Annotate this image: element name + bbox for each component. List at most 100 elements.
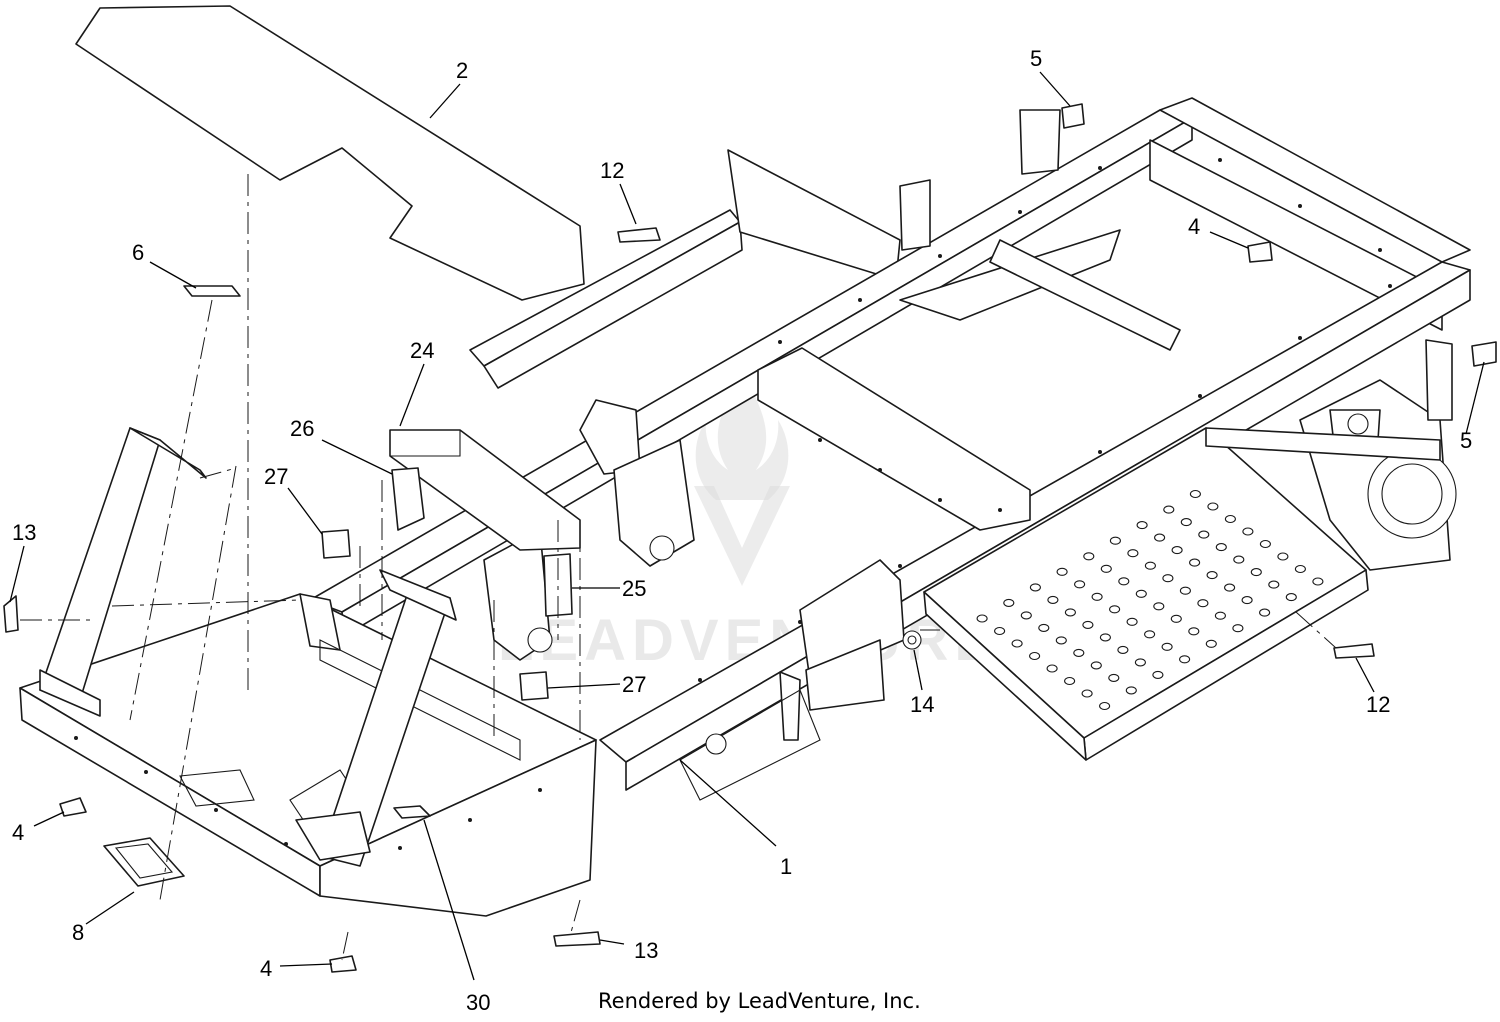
perforation-hole <box>1090 661 1102 670</box>
callout-12-upper: 12 <box>600 158 624 183</box>
perforation-hole <box>1118 577 1130 586</box>
phantom-lines <box>20 174 1337 961</box>
part-4-decal-frame <box>1247 241 1273 263</box>
perforation-hole <box>1312 577 1324 586</box>
perforation-hole <box>1055 636 1067 645</box>
callout-25: 25 <box>622 576 646 601</box>
perforation-hole <box>1082 620 1094 629</box>
perforation-hole <box>1047 595 1059 604</box>
perforation-hole <box>1294 564 1306 574</box>
perforation-hole <box>1038 623 1050 632</box>
perforation-hole <box>1056 567 1068 576</box>
callout-5-upper: 5 <box>1030 46 1042 71</box>
perforation-hole <box>1259 539 1271 549</box>
perforation-hole <box>1074 580 1086 589</box>
perforation-hole <box>1215 543 1227 552</box>
callout-24: 24 <box>410 338 434 363</box>
perforation-hole <box>1081 689 1093 698</box>
perforation-hole <box>1179 586 1191 595</box>
perforation-hole <box>1179 655 1191 664</box>
front-bumper <box>19 427 597 917</box>
callout-13-lower: 13 <box>634 938 658 963</box>
parts-24-27 <box>321 429 581 701</box>
callout-4-lower: 4 <box>260 956 272 981</box>
perforation-hole <box>1180 518 1192 527</box>
part-27-block-lower <box>519 671 549 701</box>
perforation-hole <box>1205 639 1217 648</box>
perforation-hole <box>1189 558 1201 567</box>
part-13-decal-left <box>3 595 19 633</box>
perforation-hole <box>1154 533 1166 542</box>
perforation-hole <box>1259 608 1271 617</box>
perforation-hole <box>1233 555 1245 564</box>
perforation-hole <box>1099 701 1111 711</box>
part-26-block <box>391 467 425 531</box>
part-25-block <box>543 553 573 617</box>
part-2-seat-panel <box>75 5 585 301</box>
callout-12-lower: 12 <box>1366 692 1390 717</box>
perforation-hole <box>1198 530 1210 539</box>
perforation-hole <box>1127 549 1139 558</box>
leader-lines <box>9 71 1485 981</box>
perforation-hole <box>1153 602 1165 611</box>
perforation-hole <box>1268 580 1280 589</box>
perforation-hole <box>1073 648 1085 657</box>
perforation-hole <box>1144 561 1156 570</box>
perforation-hole <box>1029 651 1041 661</box>
perforation-hole <box>1163 505 1175 514</box>
perforation-hole <box>1162 574 1174 583</box>
perforation-hole <box>1214 611 1226 620</box>
callout-5-right: 5 <box>1460 428 1472 453</box>
part-5-decal-upper <box>1061 103 1085 129</box>
callout-27-upper: 27 <box>264 464 288 489</box>
part-8-pad <box>103 837 185 887</box>
perforation-hole <box>994 626 1006 636</box>
perforation-hole <box>1277 552 1289 561</box>
watermark-flame-icon <box>695 372 789 500</box>
callout-labels: 1 2 4 4 4 5 5 6 8 12 12 13 13 14 24 25 2… <box>12 46 1472 1015</box>
perforation-hole <box>1241 596 1253 605</box>
perforation-hole <box>1224 583 1236 592</box>
perforation-hole <box>1250 568 1262 577</box>
perforation-hole <box>1170 614 1182 623</box>
part-30-decal <box>393 805 431 819</box>
callout-8: 8 <box>72 920 84 945</box>
perforation-hole <box>1064 676 1076 686</box>
callout-2: 2 <box>456 58 468 83</box>
callout-6: 6 <box>132 240 144 265</box>
perforation-hole <box>1109 605 1121 614</box>
perforation-hole <box>1188 627 1200 636</box>
watermark-v-icon <box>694 486 790 586</box>
perforation-hole <box>976 614 988 623</box>
perforation-hole <box>1109 536 1121 545</box>
footer-credit: Rendered by LeadVenture, Inc. <box>598 989 921 1013</box>
perforation-hole <box>1020 611 1032 620</box>
perforation-hole <box>1197 599 1209 608</box>
callout-13-left: 13 <box>12 520 36 545</box>
callout-30: 30 <box>466 990 490 1015</box>
perforation-hole <box>1285 593 1297 602</box>
perforation-hole <box>1117 645 1129 654</box>
perforation-hole <box>1152 670 1164 679</box>
perforation-hole <box>1083 552 1095 561</box>
perforation-hole <box>1011 639 1023 648</box>
callout-14: 14 <box>910 692 934 717</box>
perforation-hole <box>1046 664 1058 673</box>
perforation-hole <box>1232 624 1244 633</box>
callout-4-frame: 4 <box>1188 214 1200 239</box>
callout-4-left: 4 <box>12 820 24 845</box>
part-4-decal-left <box>59 797 87 817</box>
perforation-hole <box>1144 630 1156 639</box>
perforation-hole <box>1224 514 1236 524</box>
perforation-hole <box>1029 583 1041 592</box>
perforation-hole <box>1171 546 1183 555</box>
callout-27-lower: 27 <box>622 672 646 697</box>
perforation-hole <box>1099 633 1111 642</box>
perforation-hole <box>1135 589 1147 598</box>
perforation-hole <box>1242 527 1254 536</box>
part-13-decal-lower <box>553 931 601 947</box>
callout-26: 26 <box>290 416 314 441</box>
perforation-hole <box>1189 489 1201 499</box>
perforation-hole <box>1136 521 1148 530</box>
